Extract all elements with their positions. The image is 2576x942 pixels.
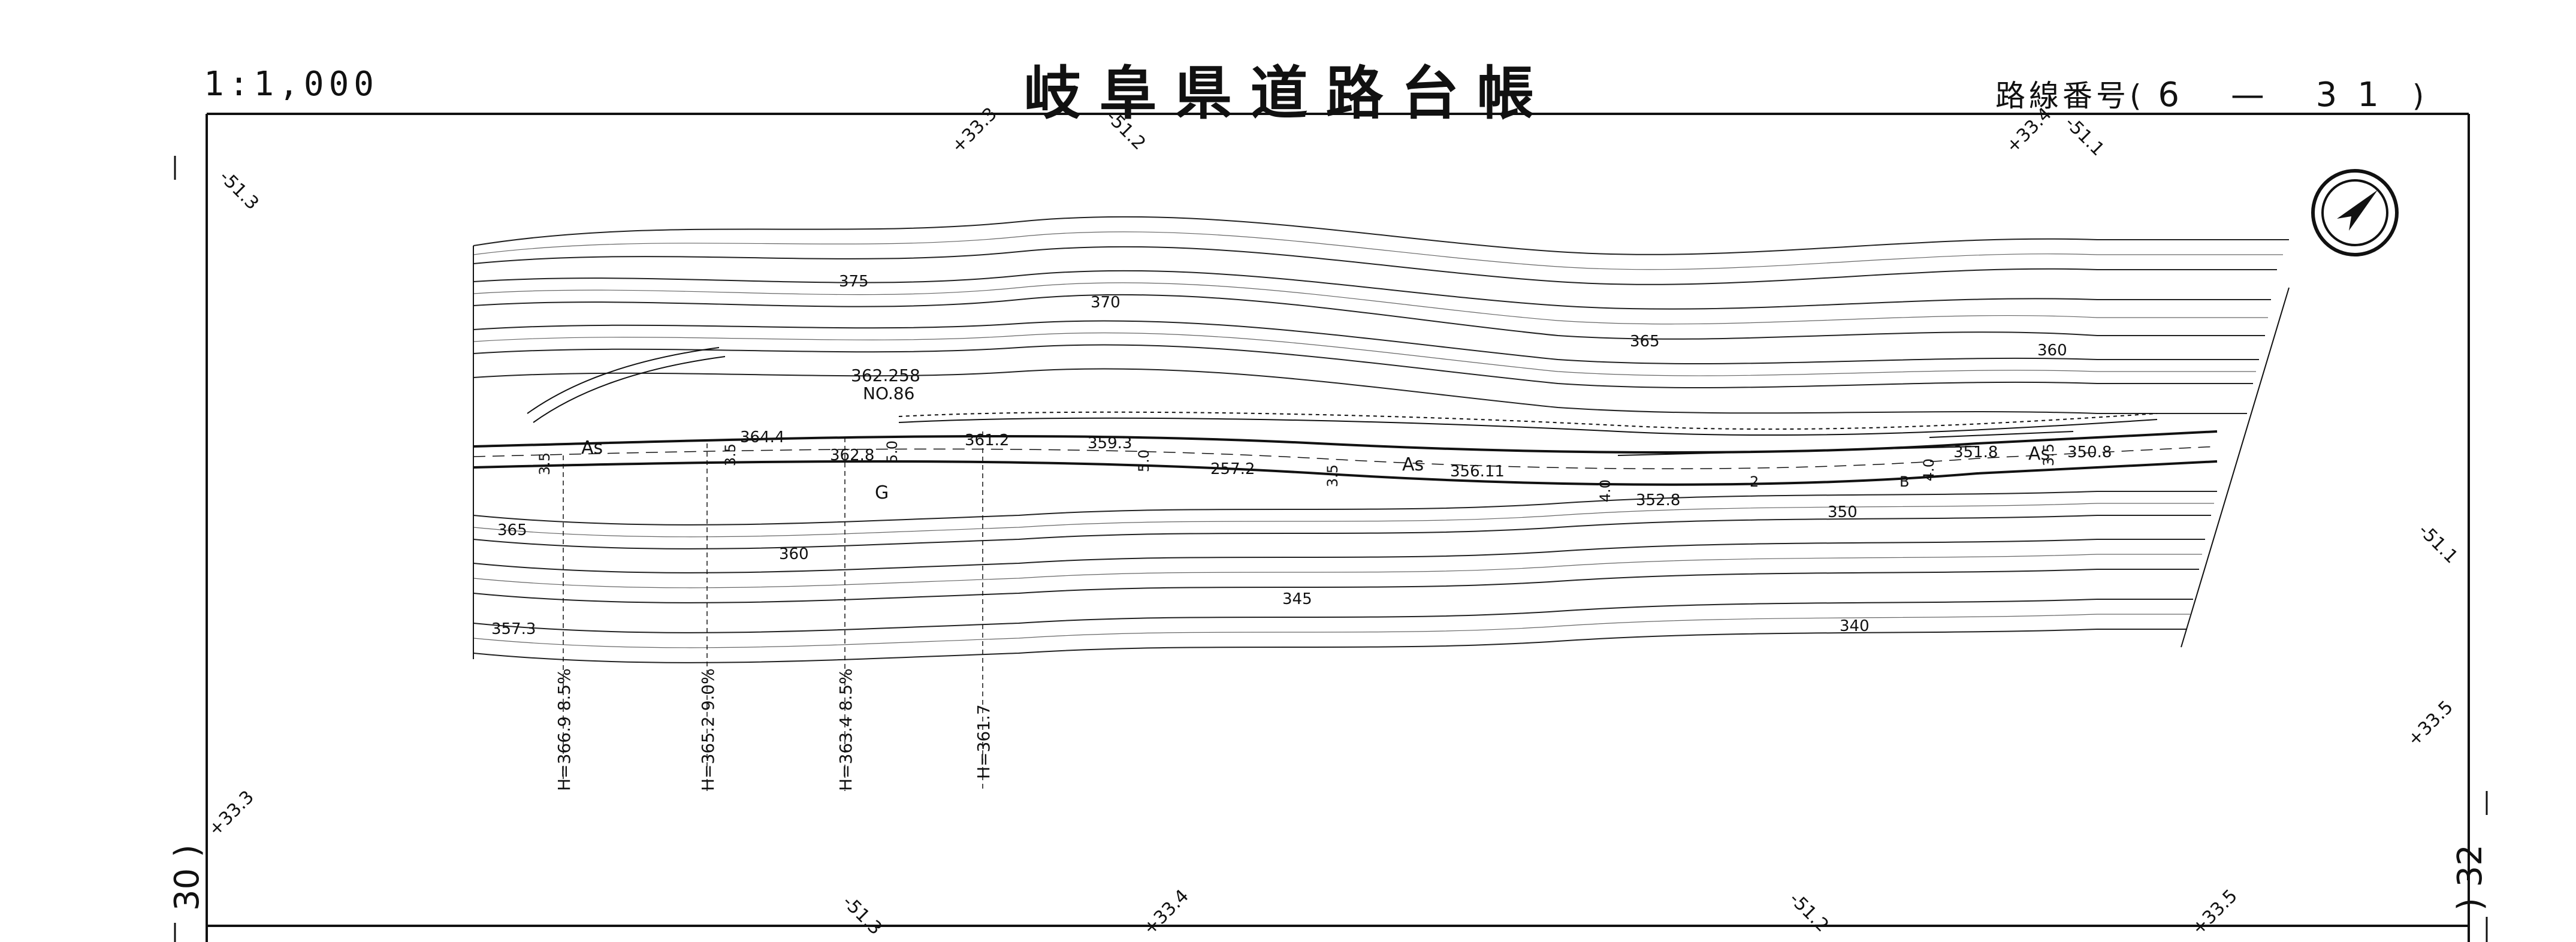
contour-label: 340 bbox=[1840, 617, 1870, 635]
road-width: 3.5 bbox=[1324, 464, 1342, 488]
spot-elevation: 359.3 bbox=[1088, 434, 1133, 452]
contour-label: 370 bbox=[1091, 294, 1121, 312]
retaining-wall bbox=[1617, 431, 2074, 456]
spot-elevation: 364.4 bbox=[740, 428, 785, 446]
surface-label: As bbox=[581, 437, 603, 458]
contour-label: 365 bbox=[1630, 333, 1660, 351]
road-width: 3.5 bbox=[2040, 443, 2058, 467]
road-width: 5.0 bbox=[884, 440, 901, 464]
spot-elevation: 361.2 bbox=[965, 431, 1010, 449]
grade-marker: H=365.2 9.0% bbox=[698, 668, 718, 791]
spot-elevation: 257.2 bbox=[1210, 460, 1255, 478]
contour-lines-fine bbox=[473, 231, 2283, 648]
grade-marker: H=361.7 bbox=[974, 704, 993, 779]
road-width: 3.5 bbox=[536, 452, 554, 476]
contour-label: 350 bbox=[1828, 503, 1858, 521]
map-symbol: G bbox=[875, 482, 889, 503]
road-width: 2 bbox=[1750, 473, 1759, 490]
road-width: 4.0 bbox=[1920, 458, 1938, 482]
route-label: 路線番号( bbox=[1995, 78, 2145, 113]
benchmark-number: NO.86 bbox=[863, 384, 915, 403]
contour-label: 357.3 bbox=[491, 620, 536, 638]
route-value: 6 — 31 bbox=[2158, 76, 2399, 114]
spot-elevation: 362.8 bbox=[830, 446, 875, 464]
contour-label: 360 bbox=[779, 545, 809, 563]
road-width: 5.0 bbox=[1136, 449, 1153, 473]
route-number: 路線番号( 6 — 31 ) bbox=[1995, 72, 2427, 115]
contour-label: 345 bbox=[1282, 590, 1312, 608]
grade-marker-lines bbox=[563, 431, 983, 791]
adjacent-sheet-left: 30 ) bbox=[168, 844, 207, 911]
spot-elevation: 352.8 bbox=[1636, 491, 1681, 509]
contour-label: 365 bbox=[497, 521, 527, 539]
map-frame bbox=[206, 113, 2470, 942]
benchmark-elevation: 362.258 bbox=[851, 366, 920, 385]
contour-lines bbox=[473, 216, 2289, 663]
north-arrow-icon bbox=[2311, 169, 2399, 256]
map-symbol: B bbox=[1899, 473, 1910, 490]
map-scale: 1:1,000 bbox=[204, 65, 379, 104]
surface-label: As bbox=[1402, 454, 1424, 475]
surface-label: As bbox=[2028, 443, 2050, 464]
contour-label: 375 bbox=[839, 273, 869, 291]
road-width: 3.5 bbox=[722, 443, 739, 467]
grade-marker: H=363.4 8.5% bbox=[836, 668, 856, 791]
spot-elevation: 350.8 bbox=[2067, 443, 2112, 461]
road-width: 4.0 bbox=[1597, 479, 1614, 503]
grade-marker: H=366.9 8.5% bbox=[554, 668, 574, 791]
spot-elevation: 351.8 bbox=[1953, 443, 1998, 461]
map-title: 岐阜県道路台帳 bbox=[1023, 59, 1553, 127]
embankment-marks bbox=[527, 347, 726, 423]
adjacent-sheet-right: ) 32 bbox=[2451, 844, 2490, 911]
route-close: ) bbox=[2412, 78, 2428, 113]
contour-label: 360 bbox=[2037, 342, 2067, 360]
spot-elevation: 356.11 bbox=[1450, 463, 1505, 481]
